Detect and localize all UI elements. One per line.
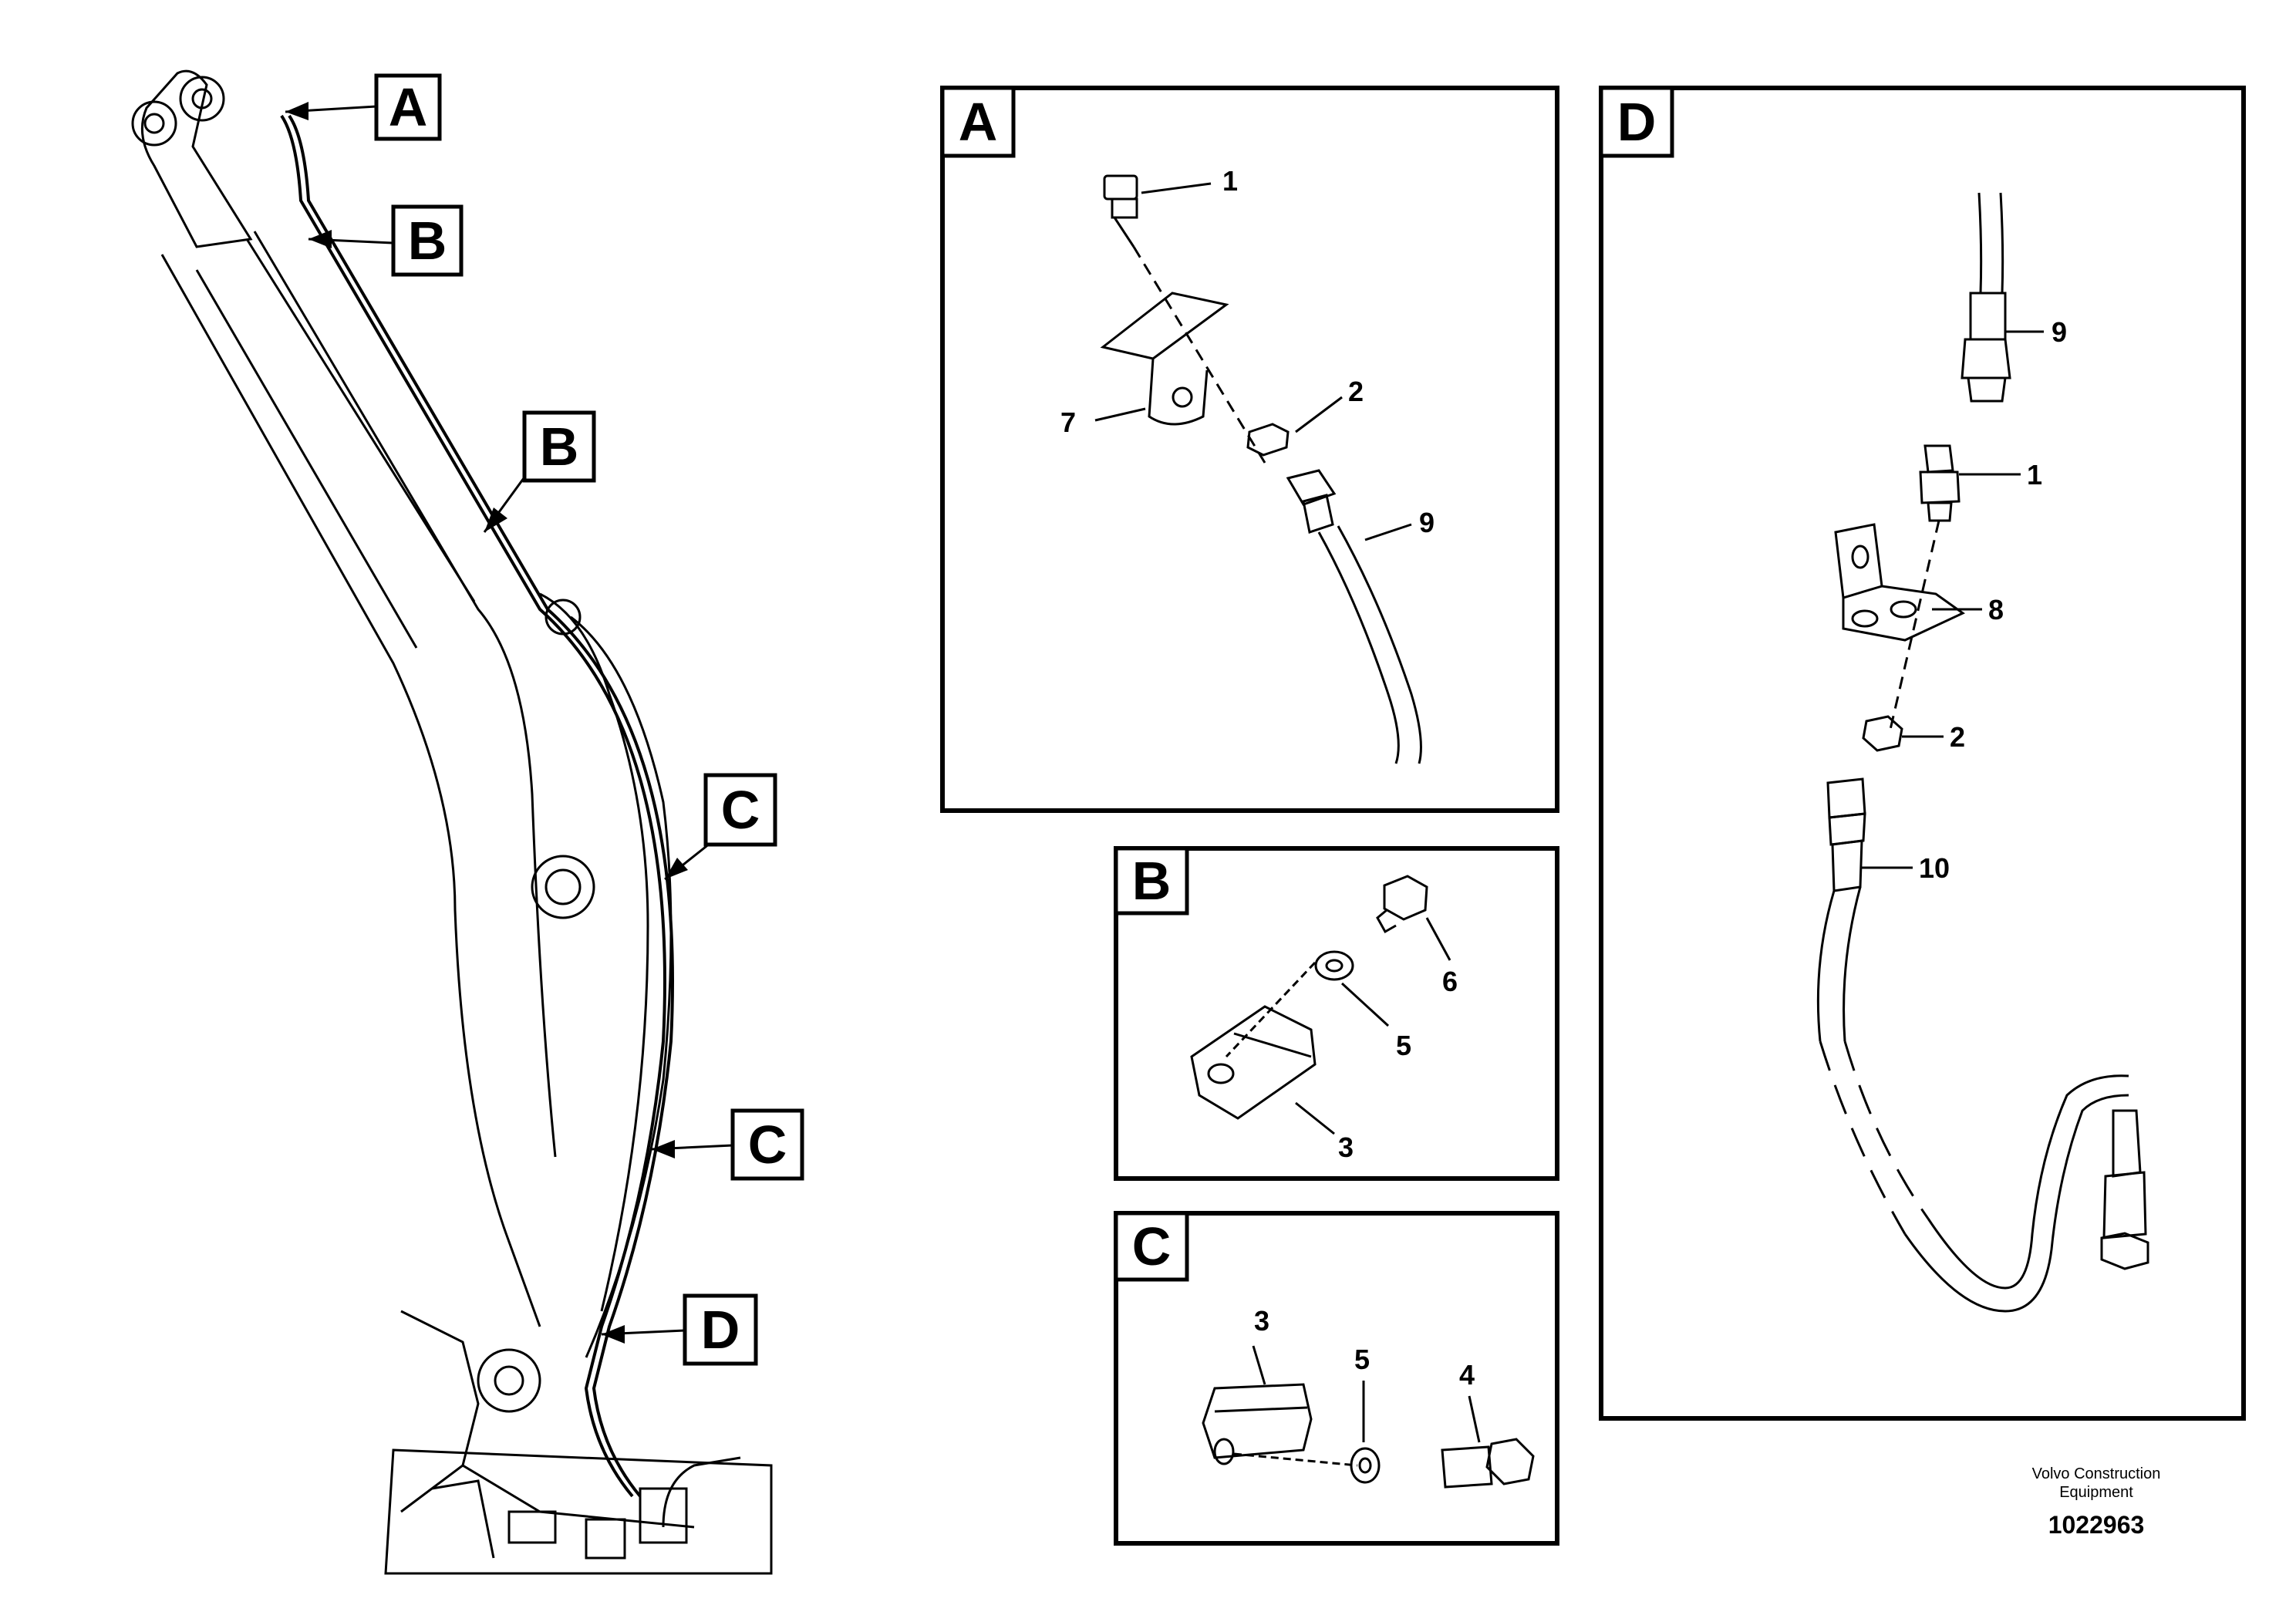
boom-overview	[131, 69, 773, 1575]
doc-number: 1022963	[2048, 1511, 2145, 1539]
panel-b-drawing	[1190, 875, 1451, 1135]
panel-a-item-1: 1	[1222, 165, 1238, 197]
panel-b-item-6: 6	[1442, 966, 1458, 997]
panel-a-item-9: 9	[1419, 507, 1435, 538]
panel-d-item-8: 8	[1988, 594, 2004, 626]
callout-b-top: B	[308, 204, 464, 277]
panel-d-title: D	[1617, 92, 1657, 152]
panel-d-item-2: 2	[1950, 721, 1965, 753]
panel-d-item-1: 1	[2027, 459, 2042, 491]
panel-b-item-5: 5	[1396, 1030, 1411, 1061]
panel-a-item-7: 7	[1060, 406, 1076, 438]
detail-panel-a: A 1 7 2 9	[940, 86, 1559, 813]
callout-b-mid-label: B	[540, 416, 579, 477]
company-line-1: Volvo Construction	[2032, 1465, 2161, 1482]
callout-c-lower-label: C	[748, 1114, 787, 1175]
callout-c-upper: C	[664, 773, 777, 881]
callout-c-lower: C	[651, 1108, 804, 1181]
panel-d-item-10: 10	[1919, 852, 1950, 884]
callout-b-top-label: B	[408, 211, 447, 271]
footer: Volvo Construction Equipment 1022963	[2032, 1465, 2161, 1539]
callout-d-label: D	[701, 1300, 740, 1360]
panel-a-title: A	[959, 92, 998, 152]
panel-b-item-3: 3	[1338, 1131, 1354, 1163]
panel-d-drawing	[1816, 192, 2149, 1313]
panel-c-drawing	[1202, 1345, 1535, 1489]
panel-c-title: C	[1132, 1216, 1172, 1276]
panel-a-item-2: 2	[1348, 376, 1364, 407]
callout-b-mid: B	[483, 410, 596, 533]
panel-a-drawing	[1094, 174, 1422, 764]
detail-panel-c: C 3 5 4	[1114, 1211, 1559, 1546]
detail-panel-b: B 6 5 3	[1114, 846, 1559, 1181]
overview-callouts: A B B C C D	[285, 73, 804, 1366]
detail-panel-d: D	[1599, 86, 2246, 1421]
panel-c-item-3: 3	[1254, 1305, 1269, 1337]
callout-c-upper-label: C	[721, 780, 760, 840]
panel-c-item-5: 5	[1354, 1344, 1370, 1375]
panel-d-item-9: 9	[2052, 316, 2067, 348]
callout-a-label: A	[389, 77, 428, 137]
panel-b-title: B	[1132, 851, 1172, 911]
company-line-2: Equipment	[2059, 1484, 2133, 1501]
callout-a: A	[285, 73, 442, 141]
panel-c-item-4: 4	[1459, 1359, 1475, 1391]
callout-d: D	[601, 1293, 758, 1366]
